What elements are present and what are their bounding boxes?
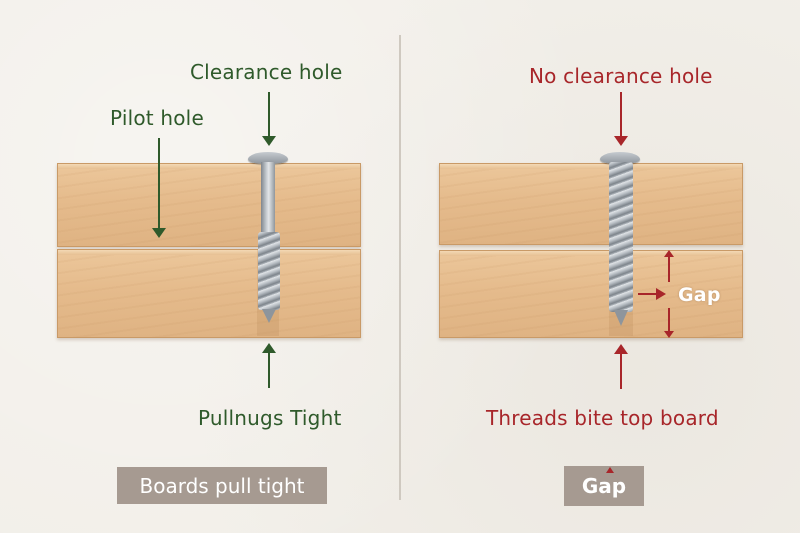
no-clearance-hole-label: No clearance hole: [529, 64, 713, 88]
caption-boards-pull-tight: Boards pull tight: [117, 467, 327, 504]
bottom-board: [57, 249, 361, 338]
pull-tight-label: Pullnugs Tight: [198, 406, 342, 430]
caption-gap-text: Gap: [581, 474, 627, 498]
pilot-hole-label: Pilot hole: [110, 106, 204, 130]
threads-bite-label: Threads bite top board: [486, 406, 719, 430]
top-board-right: [439, 163, 743, 245]
panel-divider: [399, 35, 401, 500]
bottom-board-right: [439, 250, 743, 338]
top-board: [57, 163, 361, 247]
caption-gap: Gap: [564, 466, 644, 506]
clearance-hole-label: Clearance hole: [190, 60, 343, 84]
gap-label: Gap: [678, 284, 721, 306]
